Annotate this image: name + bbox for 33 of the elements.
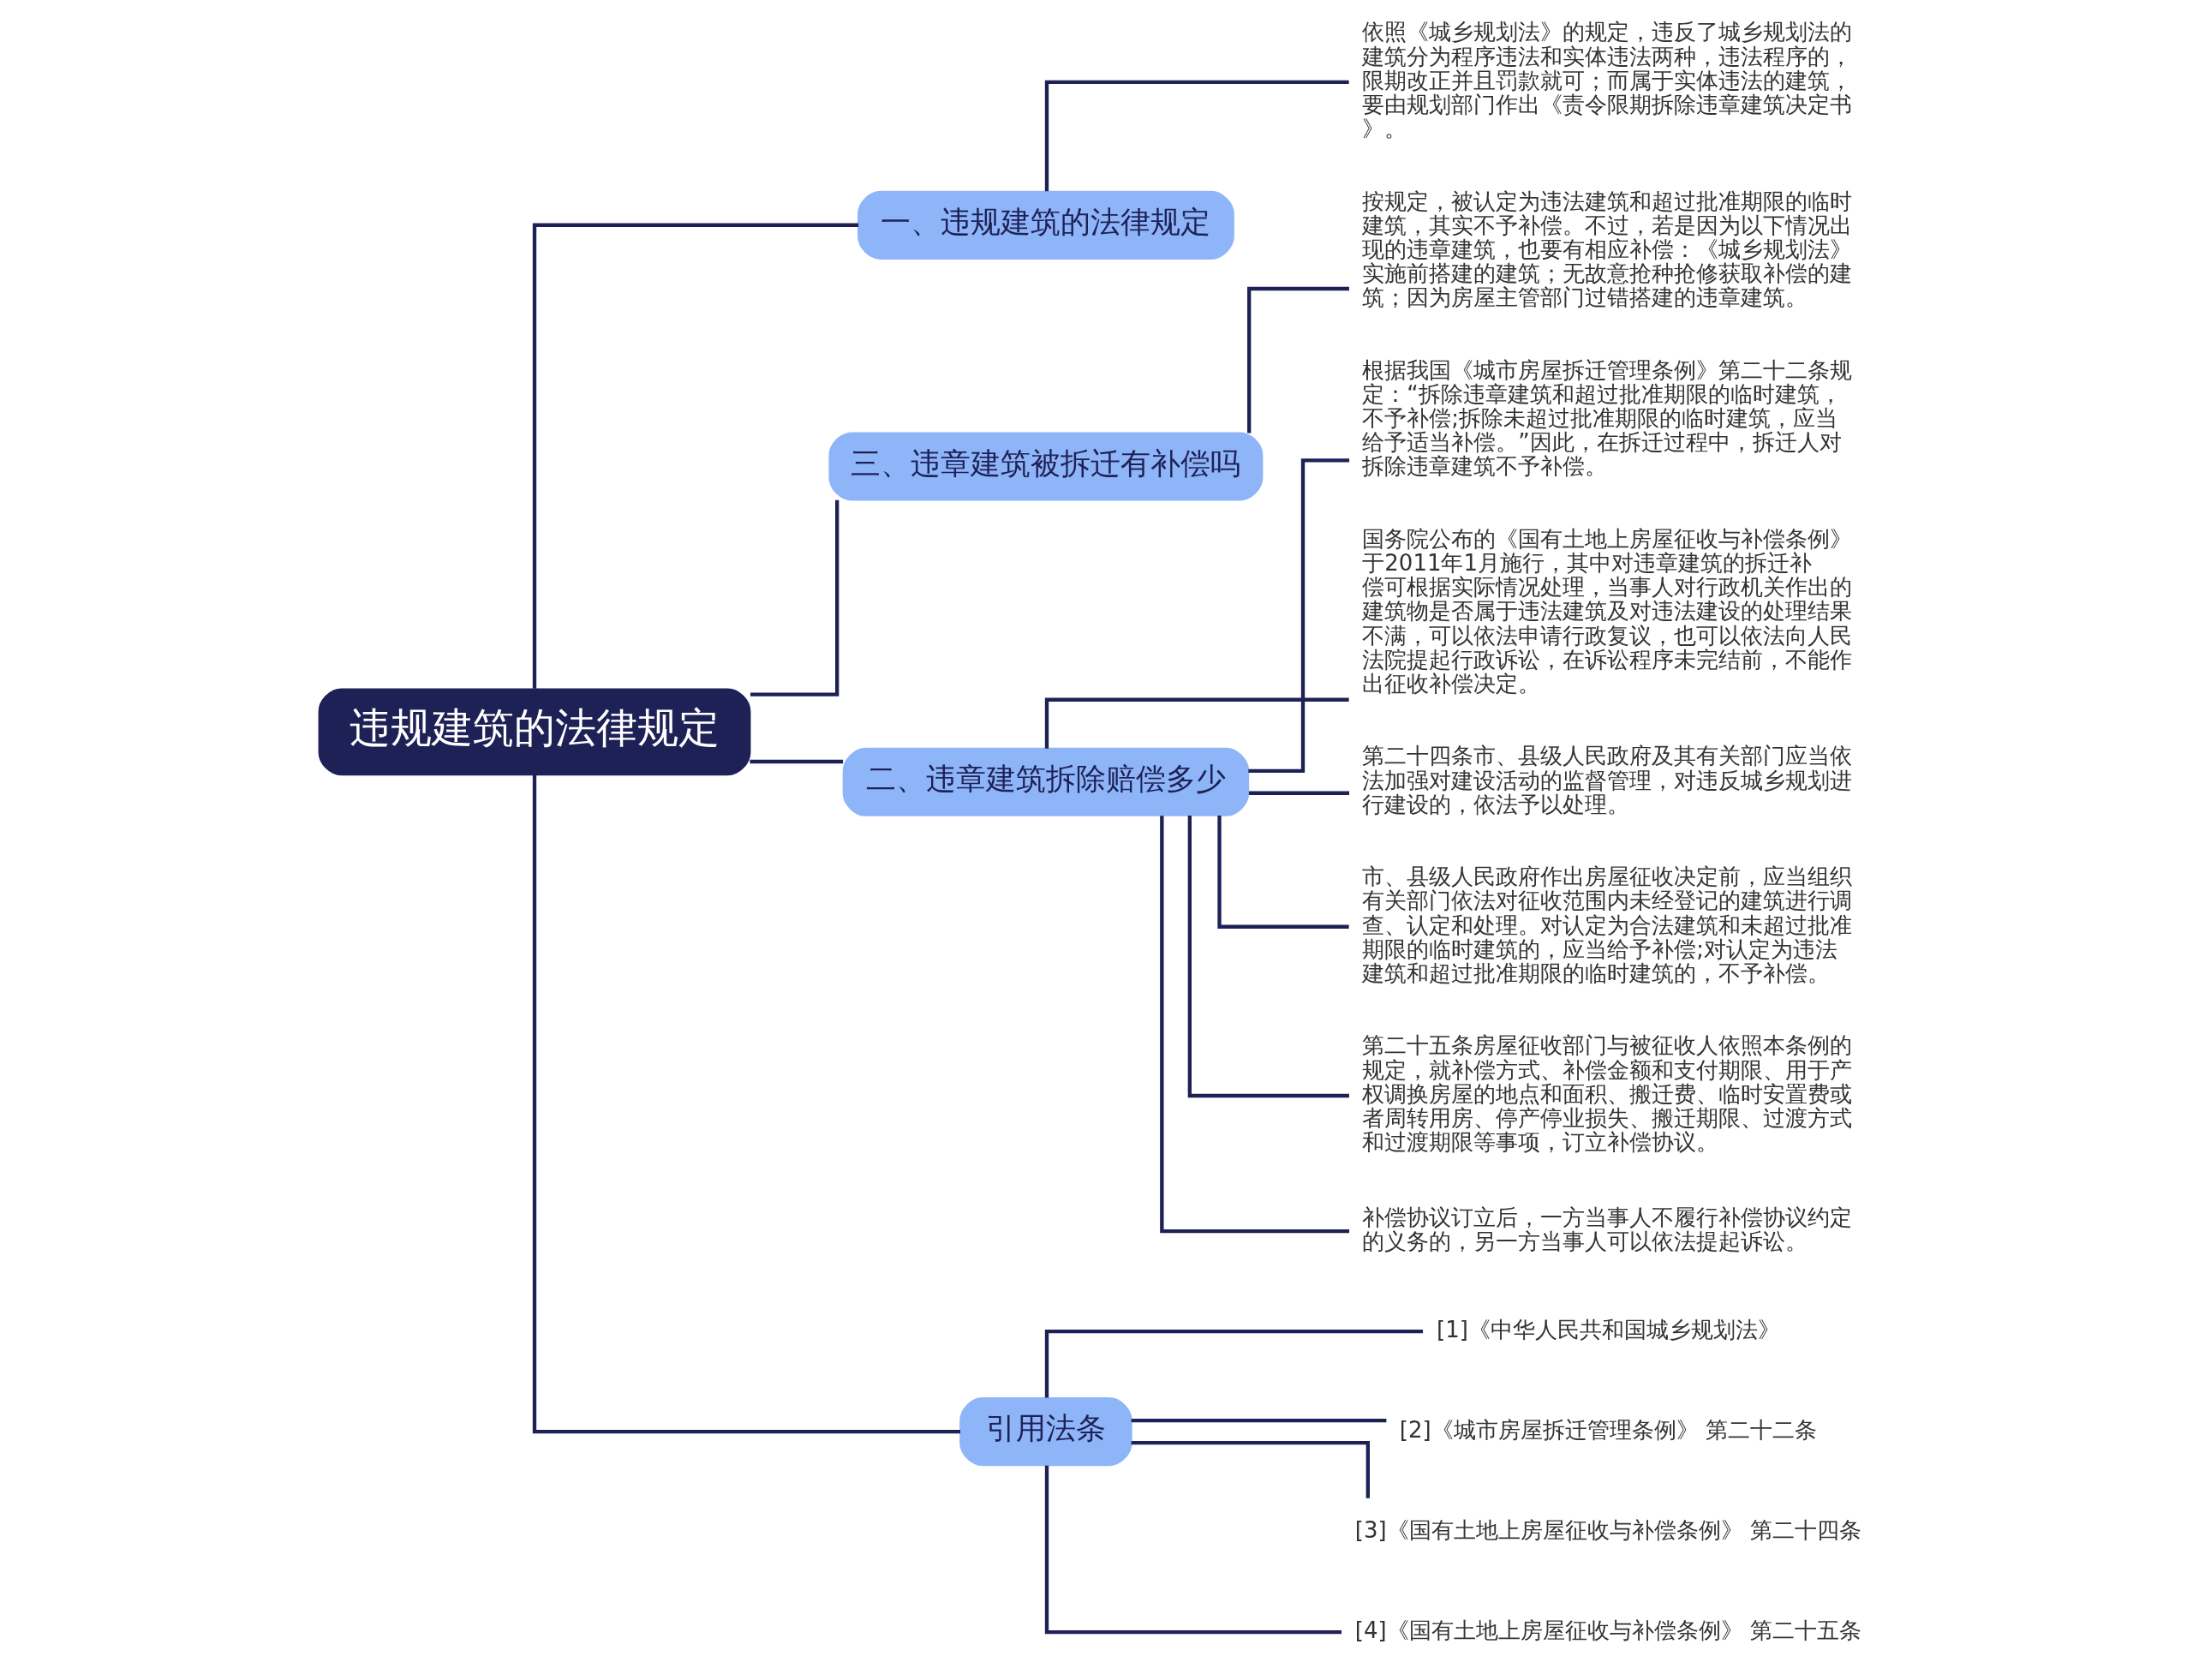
connector [1247, 458, 1349, 773]
connector [1216, 816, 1349, 929]
node-text: 依照《城乡规划法》的规定，违反了城乡规划法的建筑分为程序违法和实体违法两种，违法程序的，限期改正并且罚款就可；而属于实体违法的建筑，要由规划部门作出《责令限期拆除违章建筑决定书》。 [1361, 19, 1852, 142]
node-text: [2]《城市房屋拆迁管理条例》 第二十二条 [1399, 1416, 1817, 1443]
connector [1248, 791, 1349, 795]
node-box: 二、违章建筑拆除赔偿多少 [842, 747, 1249, 816]
node-box: 引用法条 [959, 1397, 1132, 1467]
connector [1187, 816, 1349, 1098]
connector [749, 759, 843, 764]
connector [1044, 80, 1349, 192]
node-text: 根据我国《城市房屋拆迁管理条例》第二十二条规定：“拆除违章建筑和超过批准期限的临时建筑，不予补偿;拆除未超过批准期限的临时建筑，应当给予适当补偿。”因此，在拆迁过程中，拆迁人对拆除违章建筑不予补偿。 [1361, 356, 1852, 480]
node-text: 市、县级人民政府作出房屋征收决定前，应当组织有关部门依法对征收范围内未经登记的建筑进行调查、认定和处理。对认定为合法建筑和未超过批准期限的临时建筑的，应当给予补偿;对认定为违法建筑和超过批准期限的临时建筑的，不予补偿。 [1361, 864, 1852, 986]
node-text: 按规定，被认定为违法建筑和超过批准期限的临时建筑，其实不予补偿。不过，若是因为以下情况出现的违章建筑，也要有相应补偿：《城乡规划法》实施前搭建的建筑；无故意抢种抢修获取补偿的建筑；因为房屋主管部门过错搭建的违章建筑。 [1361, 188, 1852, 311]
connector [1131, 1418, 1386, 1423]
connector [1131, 1440, 1370, 1498]
connector [1159, 816, 1349, 1234]
node-text: 补偿协议订立后，一方当事人不履行补偿协议约定的义务的，另一方当事人可以依法提起诉讼。 [1361, 1204, 1852, 1254]
connector [1246, 286, 1349, 433]
node-text: [1]《中华人民共和国城乡规划法》 [1436, 1316, 1780, 1342]
node-box: 违规建筑的法律规定 [318, 688, 750, 776]
node-text: 第二十五条房屋征收部门与被征收人依照本条例的规定，就补偿方式、补偿金额和支付期限、用于产权调换房屋的地点和面积、搬迁费、临时安置费或者周转用房、停产停业损失、搬迁期限、过渡方式和过渡期限等事项，订立补偿协议。 [1361, 1032, 1852, 1156]
connector [1044, 1465, 1341, 1635]
connector [750, 499, 839, 697]
node-box: 一、违规建筑的法律规定 [857, 190, 1234, 260]
connector [532, 223, 858, 689]
node-text: [3]《国有土地上房屋征收与补偿条例》 第二十四条 [1354, 1516, 1861, 1543]
node-text: [4]《国有土地上房屋征收与补偿条例》 第二十五条 [1354, 1617, 1861, 1643]
connector [532, 774, 960, 1434]
node-box: 三、违章建筑被拆迁有补偿吗 [828, 432, 1263, 501]
node-text: 第二十四条市、县级人民政府及其有关部门应当依法加强对建设活动的监督管理，对违反城乡规划进行建设的，依法予以处理。 [1361, 743, 1852, 817]
connector [1044, 1329, 1423, 1398]
node-text: 国务院公布的《国有土地上房屋征收与补偿条例》于2011年1月施行，其中对违章建筑的拆迁补偿可根据实际情况处理，当事人对行政机关作出的建筑物是否属于违法建筑及对违法建设的处理结果不满，可以依法申请行政复议，也可以依法向人民法院提起行政诉讼，在诉讼程序未完结前，不能作出征收补偿决定。 [1361, 525, 1852, 697]
connector [1044, 697, 1349, 749]
